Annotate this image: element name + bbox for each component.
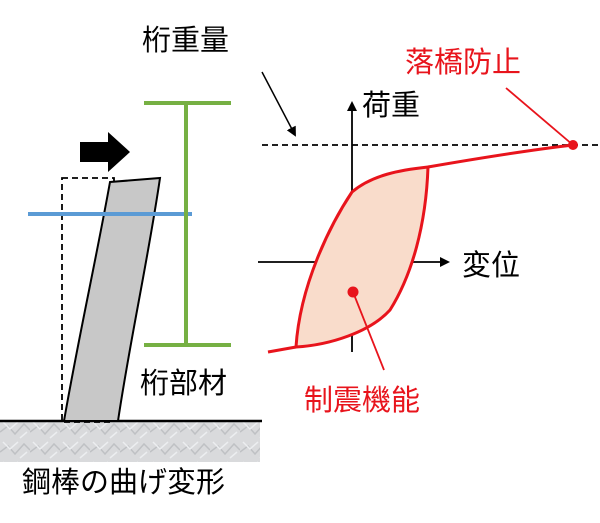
bent-steel-bar: [62, 176, 162, 422]
girder-member-label: 桁部材: [140, 366, 227, 400]
damping-function-label: 制震機能: [304, 383, 420, 417]
unseating-prevention-leader: [505, 87, 574, 146]
push-arrow-icon: [80, 132, 130, 172]
load-axis-label: 荷重: [362, 88, 420, 122]
hysteresis-tail: [267, 345, 297, 354]
displacement-axis-label: 変位: [462, 248, 520, 282]
ground-base: [0, 422, 260, 462]
unseating-prevention-label: 落橋防止: [405, 45, 521, 79]
girder-weight-label: 桁重量: [142, 23, 229, 57]
girder-weight-pointer: [261, 71, 296, 137]
steel-bar-bending-label: 鋼棒の曲げ変形: [22, 465, 225, 499]
damping-function-leader: [352, 291, 385, 371]
load-curve-upper: [427, 143, 574, 169]
hysteresis-loop: [294, 165, 430, 349]
